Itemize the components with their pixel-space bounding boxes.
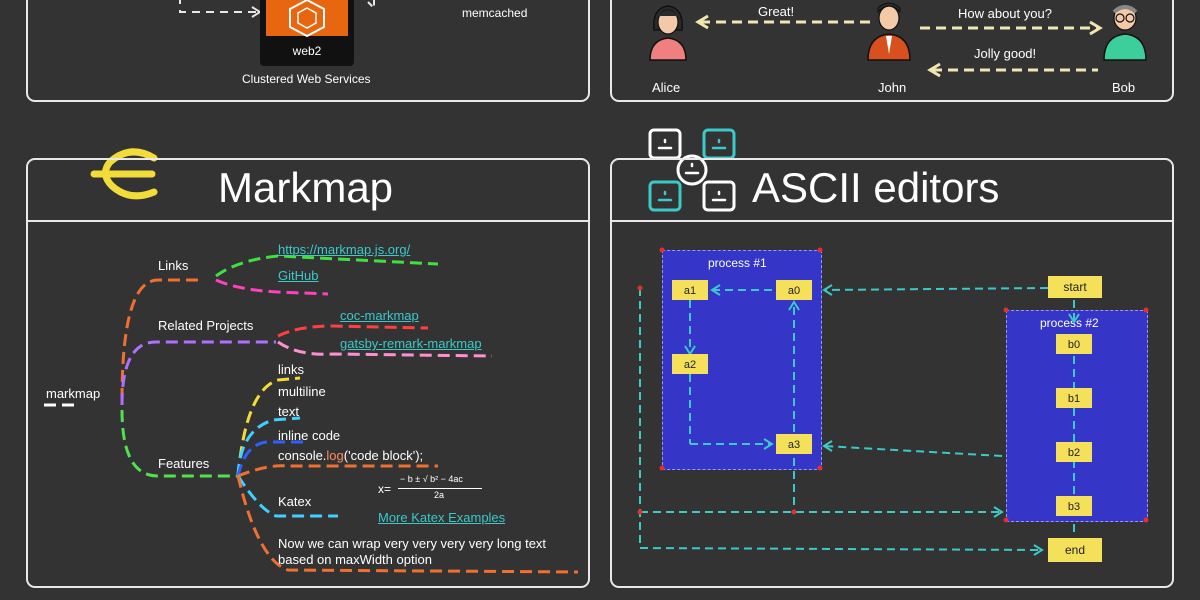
code-block-prefix: console.	[278, 448, 327, 463]
clustered-web-services-panel: web2 memcached Clustered Web Services	[26, 0, 590, 102]
node-a1-label: a1	[683, 285, 697, 297]
feature-katex: Katex	[278, 494, 312, 509]
feature-code-block: console.log('code block');	[278, 448, 423, 463]
node-a2-label: a2	[683, 359, 697, 371]
link-markmap-site[interactable]: https://markmap.js.org/	[278, 242, 411, 257]
bob-avatar-icon	[1103, 5, 1147, 61]
feature-wrap-line1: Now we can wrap very very very very long…	[278, 536, 547, 551]
ec2-icon	[266, 0, 348, 38]
node-b0[interactable]: b0	[1056, 334, 1092, 354]
message-arrows	[695, 14, 1103, 78]
node-b1-label: b1	[1067, 393, 1081, 405]
node-end[interactable]: end	[1048, 538, 1102, 562]
branch-links[interactable]: Links	[158, 258, 189, 273]
code-block-suffix: ('code block');	[343, 448, 424, 463]
web-server-node: web2	[260, 0, 354, 66]
feature-links: links	[278, 362, 305, 377]
feature-inline-code: inline code	[278, 428, 341, 443]
markmap-logo-icon	[90, 148, 158, 200]
process-1-label: process #1	[708, 256, 767, 270]
markmap-divider	[28, 220, 588, 222]
link-coc-markmap[interactable]: coc-markmap	[340, 308, 419, 323]
branch-related-projects[interactable]: Related Projects	[158, 318, 254, 333]
ascii-flow-arrows	[637, 247, 1149, 556]
katex-denominator: 2a	[434, 490, 445, 500]
feature-wrap-line2: based on maxWidth option	[278, 552, 432, 567]
message-jolly-good: Jolly good!	[974, 46, 1037, 61]
markmap-branches	[44, 254, 579, 574]
ascii-editors-logo-icon	[648, 128, 736, 212]
node-end-label: end	[1064, 543, 1086, 557]
alice-avatar-icon	[649, 5, 687, 61]
link-github[interactable]: GitHub	[278, 268, 319, 283]
markmap-panel: Markmap markmap Links Related Projects F…	[26, 158, 590, 588]
node-b2-label: b2	[1067, 447, 1081, 459]
john-avatar-icon	[867, 2, 911, 61]
node-b3[interactable]: b3	[1056, 496, 1092, 516]
node-start[interactable]: start	[1048, 276, 1102, 298]
markmap-root-node[interactable]: markmap	[46, 386, 101, 401]
node-a3-label: a3	[787, 439, 801, 451]
node-a0-label: a0	[787, 285, 801, 297]
link-katex-examples[interactable]: More Katex Examples	[378, 510, 506, 525]
sequence-panel: Alice John Bob Great! How about you? Jol…	[610, 0, 1174, 102]
node-b3-label: b3	[1067, 501, 1081, 513]
node-start-label: start	[1063, 280, 1087, 294]
message-great: Great!	[758, 4, 795, 19]
memcached-label: memcached	[462, 6, 528, 20]
branch-features[interactable]: Features	[158, 456, 210, 471]
katex-fraction-bar	[398, 488, 482, 489]
node-b2[interactable]: b2	[1056, 442, 1092, 462]
node-b1[interactable]: b1	[1056, 388, 1092, 408]
person-john-label: John	[878, 80, 907, 95]
katex-numerator: − b ± √ b² − 4ac	[400, 474, 463, 484]
person-bob-label: Bob	[1112, 80, 1136, 95]
katex-formula-lhs: x=	[378, 482, 392, 496]
feature-text: text	[278, 404, 299, 419]
node-a2[interactable]: a2	[672, 354, 708, 374]
node-a0[interactable]: a0	[776, 280, 812, 300]
markmap-title: Markmap	[218, 164, 394, 211]
ascii-editors-panel: ASCII editors process #1 process #2	[610, 158, 1174, 588]
person-alice-label: Alice	[652, 80, 681, 95]
web-node-label: web2	[292, 44, 322, 58]
node-a3[interactable]: a3	[776, 434, 812, 454]
clustered-caption: Clustered Web Services	[242, 72, 371, 86]
process-2-label: process #2	[1040, 316, 1099, 330]
link-gatsby-remark-markmap[interactable]: gatsby-remark-markmap	[340, 336, 482, 351]
node-b0-label: b0	[1067, 339, 1081, 351]
feature-multiline: multiline	[278, 384, 326, 399]
ascii-divider	[612, 220, 1172, 222]
code-block-fn: log	[326, 448, 344, 463]
ascii-editors-title: ASCII editors	[752, 164, 1000, 211]
message-how-about-you: How about you?	[958, 6, 1052, 21]
node-a1[interactable]: a1	[672, 280, 708, 300]
